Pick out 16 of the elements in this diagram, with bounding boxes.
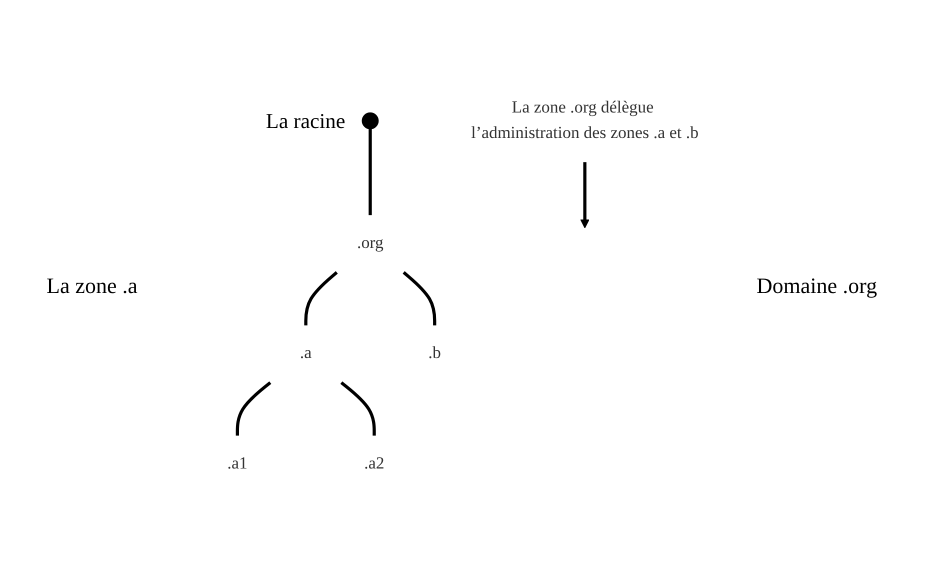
bracket-label: La zone .a: [46, 273, 138, 299]
connector-line: [304, 271, 338, 326]
connector-line: [368, 128, 372, 215]
callout-text: La zone .org délègue l’administration des zones .a et .b: [470, 98, 698, 142]
node-label: .org: [356, 234, 383, 252]
arrow: [580, 162, 589, 228]
node-caption: La racine: [265, 109, 345, 134]
node-label: .a: [299, 344, 312, 362]
node-label: .a1: [226, 454, 248, 473]
connector-line: [402, 271, 436, 326]
bracket-label: Domaine .org: [756, 273, 878, 299]
root-dot: [361, 112, 378, 130]
connector-line: [235, 381, 271, 436]
node-label: .a2: [364, 454, 384, 473]
connector-line: [340, 381, 376, 436]
node-label: .b: [428, 344, 440, 362]
